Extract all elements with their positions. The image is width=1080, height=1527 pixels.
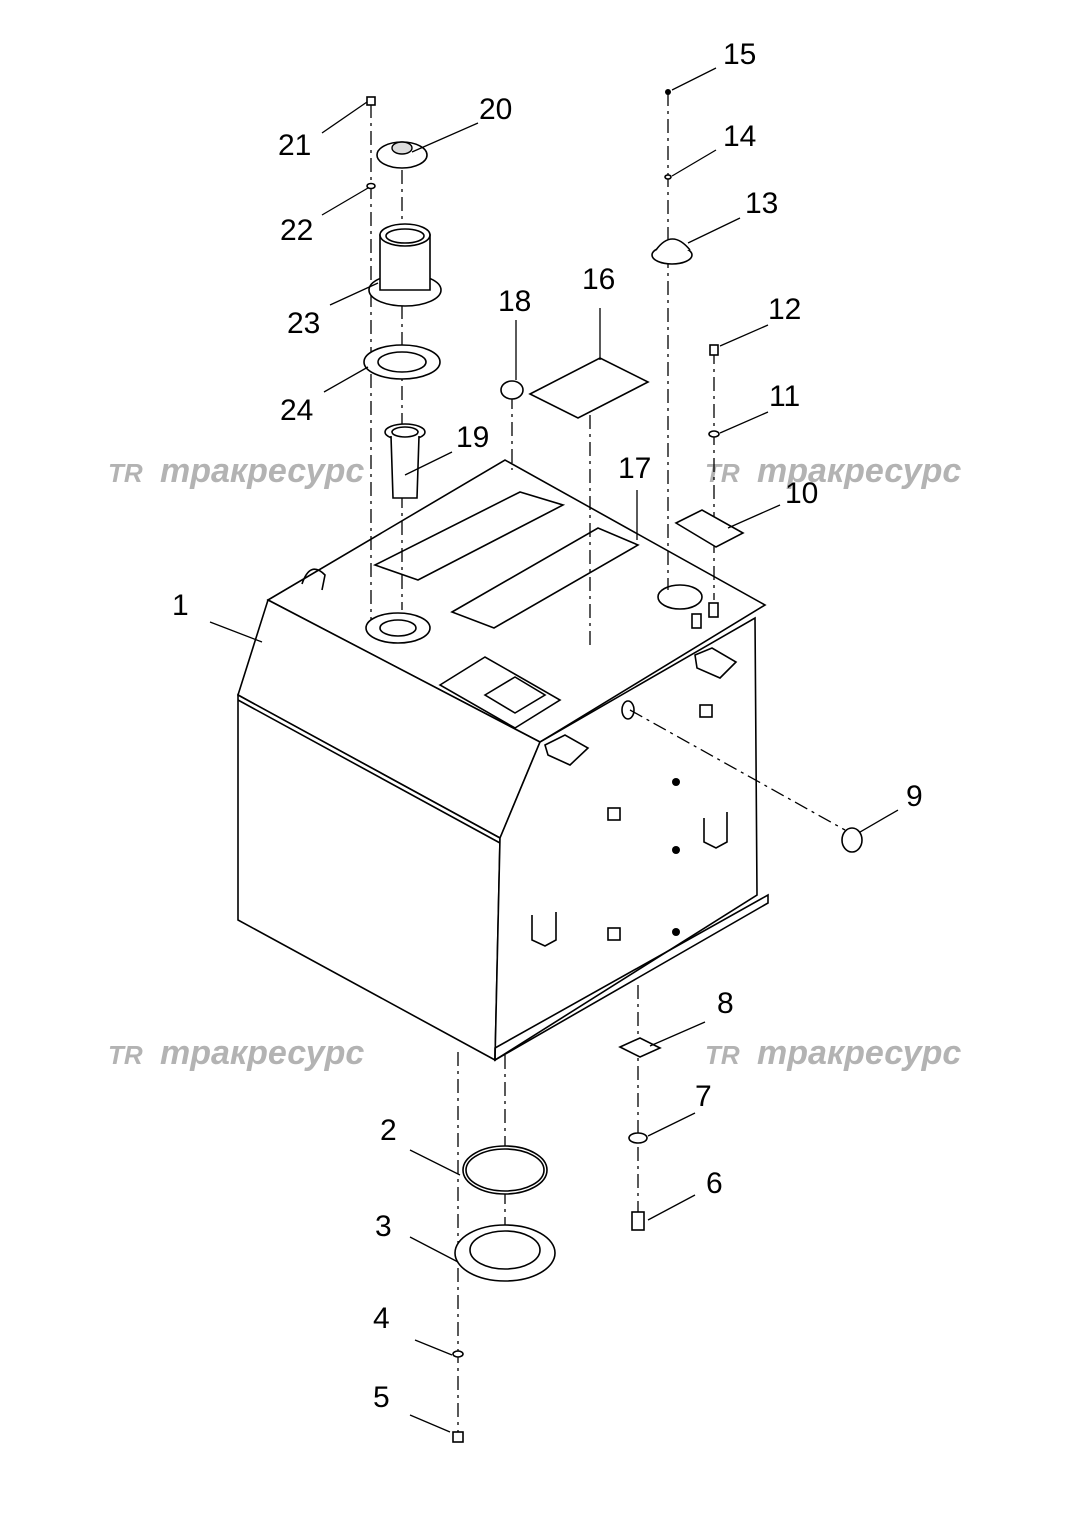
screw-15 bbox=[665, 89, 671, 95]
callout-9: 9 bbox=[906, 780, 923, 813]
side-bracket bbox=[531, 912, 557, 947]
drain-port bbox=[621, 700, 635, 720]
top-panel-right bbox=[450, 527, 640, 629]
watermark-text: тракресурс bbox=[160, 1034, 364, 1072]
callout-8: 8 bbox=[717, 987, 734, 1020]
tank-fitting bbox=[708, 602, 719, 618]
leader-lines bbox=[209, 67, 899, 1433]
callout-13: 13 bbox=[745, 187, 778, 220]
bolt-5 bbox=[452, 1431, 464, 1443]
sensor-flange bbox=[657, 584, 703, 610]
watermark-text: тракресурс bbox=[757, 1034, 961, 1072]
bolt-6 bbox=[631, 1211, 645, 1231]
callout-20: 20 bbox=[479, 93, 512, 126]
callout-22: 22 bbox=[280, 214, 313, 247]
side-hole bbox=[672, 928, 680, 936]
callout-18: 18 bbox=[498, 285, 531, 318]
callout-4: 4 bbox=[373, 1302, 390, 1335]
watermark-logo: TR bbox=[108, 1040, 143, 1070]
callout-11: 11 bbox=[769, 380, 800, 413]
watermark-bottom-right: TR тракресурс bbox=[705, 1034, 961, 1072]
callout-1: 1 bbox=[172, 589, 189, 622]
top-bracket bbox=[544, 734, 590, 766]
bolt-21 bbox=[366, 96, 376, 106]
callout-17: 17 bbox=[618, 452, 651, 485]
tank-body bbox=[237, 459, 769, 1062]
parts bbox=[363, 89, 863, 1443]
lifting-hook bbox=[301, 568, 326, 591]
plug-9 bbox=[841, 827, 863, 853]
watermark-text: тракресурс bbox=[160, 452, 364, 490]
tank-bottom-flange bbox=[494, 893, 769, 1062]
watermark-logo: TR bbox=[108, 458, 143, 488]
washer-22 bbox=[366, 182, 376, 190]
filler-cap-knob bbox=[391, 141, 413, 155]
watermark-logo: TR bbox=[705, 1040, 740, 1070]
strainer-19 bbox=[384, 423, 426, 499]
watermark-top-left: TR тракресурс bbox=[108, 452, 364, 490]
tank-edge-line bbox=[237, 699, 501, 844]
tank-side-face bbox=[494, 616, 758, 1062]
callout-10: 10 bbox=[785, 477, 818, 510]
gasket-24 bbox=[363, 344, 441, 380]
callout-23: 23 bbox=[287, 307, 320, 340]
top-bracket bbox=[694, 647, 738, 679]
side-fitting bbox=[699, 704, 713, 718]
callout-14: 14 bbox=[723, 120, 756, 153]
top-panel-left bbox=[372, 491, 566, 581]
watermark-top-right: TR тракресурс bbox=[705, 452, 961, 490]
side-fitting bbox=[607, 927, 621, 941]
sensor-cap-13 bbox=[651, 238, 693, 265]
side-bracket bbox=[703, 812, 728, 849]
filler-neck-23 bbox=[368, 223, 442, 307]
filler-flange bbox=[365, 612, 431, 644]
callout-24: 24 bbox=[280, 394, 313, 427]
bracket-10 bbox=[674, 509, 745, 548]
o-ring-2 bbox=[462, 1145, 548, 1195]
bolt-12 bbox=[709, 344, 719, 356]
callout-6: 6 bbox=[706, 1167, 723, 1200]
tank-fitting bbox=[691, 613, 702, 629]
plate-8 bbox=[618, 1037, 662, 1058]
inspection-plate-cover bbox=[483, 676, 547, 714]
callout-12: 12 bbox=[768, 293, 801, 326]
callout-19: 19 bbox=[456, 421, 489, 454]
callout-5: 5 bbox=[373, 1381, 390, 1414]
washer-11 bbox=[708, 430, 720, 438]
watermark-logo: TR bbox=[705, 458, 740, 488]
callout-labels: 1 2 3 4 5 6 7 8 9 10 11 12 13 14 15 16 1… bbox=[172, 38, 923, 1414]
callout-2: 2 bbox=[380, 1114, 397, 1147]
callout-7: 7 bbox=[695, 1080, 712, 1113]
side-hole bbox=[672, 846, 680, 854]
cover-plate-3 bbox=[454, 1224, 556, 1282]
callout-16: 16 bbox=[582, 263, 615, 296]
side-fitting bbox=[607, 807, 621, 821]
watermark-text: тракресурс bbox=[757, 452, 961, 490]
washer-7 bbox=[628, 1132, 648, 1144]
washer-14 bbox=[664, 174, 672, 180]
label-plate-16 bbox=[528, 357, 650, 419]
callout-15: 15 bbox=[723, 38, 756, 71]
callout-3: 3 bbox=[375, 1210, 392, 1243]
watermark-bottom-left: TR тракресурс bbox=[108, 1034, 364, 1072]
washer-4 bbox=[452, 1350, 464, 1358]
filler-opening bbox=[379, 619, 417, 637]
plug-18 bbox=[500, 380, 524, 400]
side-hole bbox=[672, 778, 680, 786]
callout-21: 21 bbox=[278, 129, 311, 162]
